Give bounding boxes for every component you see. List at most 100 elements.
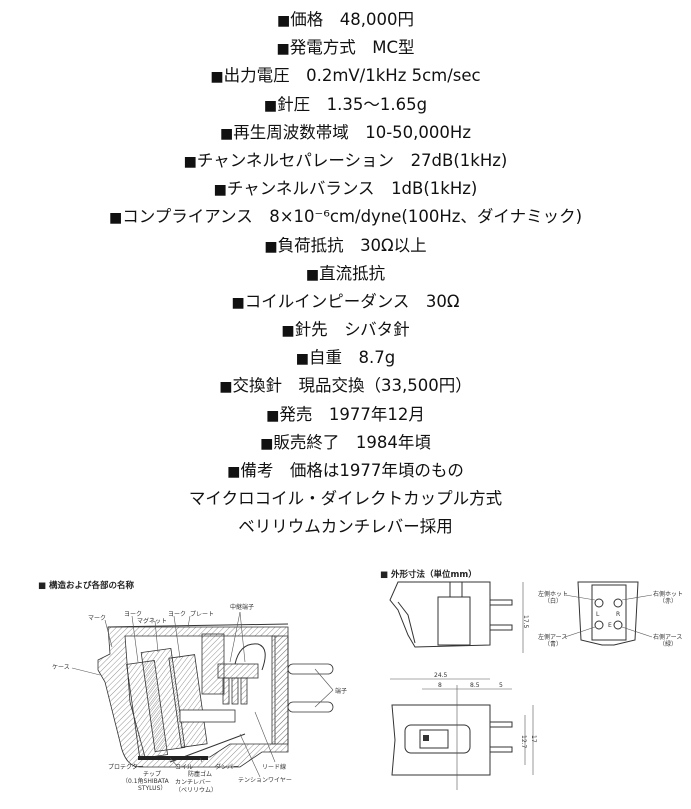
bullet-square-icon: ■: [264, 238, 278, 255]
label-left-earth: 左側アース: [538, 633, 567, 641]
spec-value: 1.35～1.65g: [326, 94, 428, 114]
bullet-square-icon: ■: [210, 69, 224, 86]
spec-label: 発電方式: [289, 38, 356, 58]
label-cantilever-detail: （ベリリウム）: [175, 786, 217, 794]
bullet-square-icon: ■: [295, 351, 309, 368]
spec-label: 針先: [294, 320, 328, 340]
dim-d1: 8: [438, 682, 442, 689]
spec-value: 現品交換（33,500円）: [298, 376, 472, 396]
bullet-square-icon: ■: [266, 407, 280, 424]
dimension-diagram: ■ 外形寸法（単位mm） 17.5 L R E 左側ホット （白） 右側ホット …: [370, 565, 691, 805]
spec-label: 出力電圧: [223, 66, 290, 86]
dimension-title: ■ 外形寸法（単位mm）: [380, 569, 477, 580]
label-chip-detail: STYLUS）: [138, 785, 166, 792]
spec-value: 0.2mV/1kHz 5cm/sec: [306, 66, 481, 86]
bullet-square-icon: ■: [227, 464, 241, 480]
structure-diagram: ■ 構造および各部の名称 ヨーク マグネット ヨーク プレート マーク ケース …: [30, 572, 360, 804]
spec-label: 価格: [290, 10, 324, 29]
label-right-hot: 右側ホット: [653, 590, 683, 598]
spec-label: 備考: [240, 461, 274, 480]
bullet-square-icon: ■: [305, 266, 320, 283]
dim-length: 24.5: [434, 672, 448, 679]
spec-label: 針圧: [277, 94, 311, 114]
note-line: マイクロコイル・ダイレクトカップル方式: [188, 489, 503, 509]
spec-label: コンプライアンス: [122, 207, 253, 227]
spec-value: 30Ω以上: [360, 235, 427, 255]
label-case: ケース: [52, 664, 70, 671]
spec-label: 負荷抵抗: [277, 235, 344, 255]
label-right-earth: 右側アース: [653, 633, 682, 641]
label-left-hot-color: （白）: [544, 597, 562, 605]
spec-value: シバタ針: [344, 320, 410, 340]
label-lead-wire: リード線: [262, 763, 286, 771]
top-view: [391, 704, 491, 776]
terminal-pin: [287, 663, 334, 675]
spec-label: 交換針: [232, 376, 283, 396]
spec-label: 直流抵抗: [319, 263, 386, 283]
bullet-square-icon: ■: [231, 294, 245, 311]
pin-l: L: [596, 611, 600, 618]
spec-line: ■発電方式 MC型: [0, 34, 691, 62]
note-line: ベリリウムカンチレバー採用: [238, 517, 453, 537]
spec-value: 価格は1977年頃のもの: [289, 461, 464, 480]
spec-value: 10-50,000Hz: [365, 122, 471, 142]
label-right-hot-color: （赤）: [659, 598, 677, 605]
label-tension-wire: テンションワイヤー: [238, 777, 292, 784]
spec-value: 8.7g: [358, 348, 396, 368]
side-view: [389, 581, 491, 648]
label-coil: コイル: [175, 764, 193, 771]
spec-line: ■販売終了 1984年頃: [0, 429, 691, 457]
label-terminal: 端子: [335, 687, 347, 695]
label-plate: プレート: [190, 611, 214, 618]
label-left-hot: 左側ホット: [538, 590, 568, 598]
label-relay-terminal: 中継端子: [230, 603, 254, 611]
spec-value: 30Ω: [425, 291, 460, 311]
label-chip-detail: （0.1角SHIBATA: [122, 777, 170, 785]
dim-d3: 5: [499, 682, 503, 689]
spec-line: ■コイルインピーダンス 30Ω: [0, 288, 691, 316]
spec-value: 1984年頃: [355, 432, 431, 452]
structure-title: ■ 構造および各部の名称: [38, 580, 134, 591]
spec-value: 48,000円: [339, 10, 414, 29]
spec-line: ■備考 価格は1977年頃のもの: [0, 457, 691, 485]
label-cantilever: カンチレバー: [175, 779, 211, 786]
spec-label: 再生周波数帯域: [233, 122, 349, 142]
spec-line: ■負荷抵抗 30Ω以上: [0, 232, 691, 260]
spec-line: ■針先 シバタ針: [0, 316, 691, 344]
spec-line: ■交換針 現品交換（33,500円）: [0, 372, 691, 400]
spec-label: チャンネルバランス: [226, 179, 375, 199]
spec-label: 発売: [279, 404, 313, 424]
bullet-square-icon: ■: [213, 182, 227, 199]
spec-line: ■再生周波数帯域 10-50,000Hz: [0, 119, 691, 147]
spec-line: ■針圧 1.35～1.65g: [0, 91, 691, 119]
bullet-square-icon: ■: [260, 435, 274, 452]
spec-list: ■価格 48,000円■発電方式 MC型■出力電圧 0.2mV/1kHz 5cm…: [0, 6, 691, 542]
spec-line: ■直流抵抗: [0, 260, 691, 288]
bullet-square-icon: ■: [108, 210, 123, 227]
label-yoke: ヨーク: [124, 611, 142, 618]
spec-line: ■チャンネルセパレーション 27dB(1kHz): [0, 147, 691, 175]
bullet-square-icon: ■: [281, 323, 295, 340]
pin-e: E: [608, 622, 612, 629]
dim-height: 17.5: [522, 615, 529, 629]
spec-line: ■自重 8.7g: [0, 344, 691, 372]
bullet-square-icon: ■: [220, 125, 234, 142]
bullet-square-icon: ■: [183, 153, 197, 170]
label-magnet: マグネット: [137, 617, 167, 625]
terminal-pin: [287, 701, 334, 713]
bullet-square-icon: ■: [276, 41, 290, 58]
label-damper: ダンパー: [215, 763, 239, 771]
label-yoke: ヨーク: [168, 611, 186, 618]
spec-value: 1dB(1kHz): [391, 179, 478, 199]
label-chip: チップ: [143, 771, 161, 778]
spec-line: ■出力電圧 0.2mV/1kHz 5cm/sec: [0, 62, 691, 90]
spec-label: 自重: [309, 348, 342, 368]
spec-label: チャンネルセパレーション: [196, 150, 395, 170]
spec-value: 1977年12月: [328, 404, 425, 424]
dim-width: 17: [530, 735, 537, 743]
spec-line: ■コンプライアンス 8×10⁻⁶cm/dyne(100Hz、ダイナミック): [0, 203, 691, 231]
spec-line: ■価格 48,000円: [0, 6, 691, 34]
bullet-square-icon: ■: [277, 13, 291, 29]
label-mark: マーク: [88, 615, 106, 622]
bullet-square-icon: ■: [219, 379, 233, 396]
